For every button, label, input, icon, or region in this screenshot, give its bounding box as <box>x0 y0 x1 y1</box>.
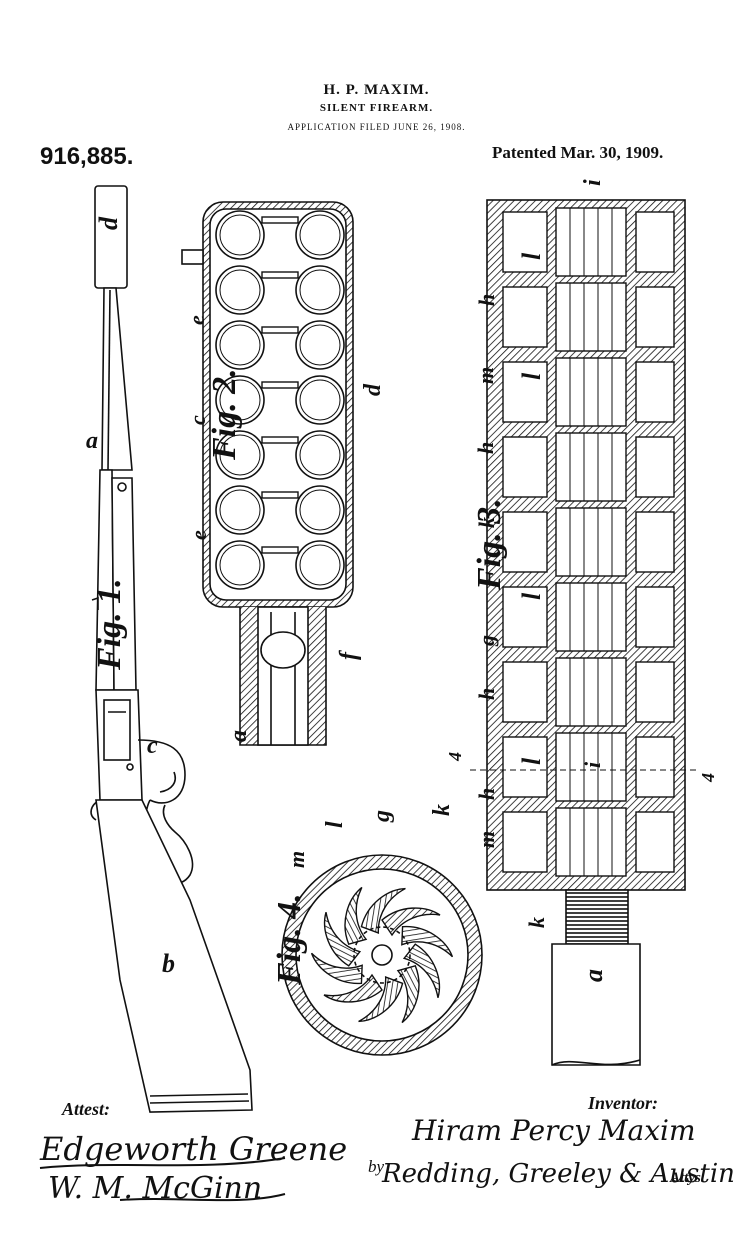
fig3-label-l1: l <box>517 252 546 260</box>
fig1-label-c: c <box>147 733 158 759</box>
fig3-label-m2: m <box>474 831 499 848</box>
inventor-signature: Hiram Percy Maxim <box>411 1114 696 1147</box>
fig3-label-g: g <box>474 635 499 647</box>
fig2-label-a: a <box>226 730 252 742</box>
fig3-label-i-top: i <box>580 179 606 186</box>
fig1-lever-c <box>137 739 186 804</box>
fig1-stock-b <box>95 799 253 1113</box>
patent-number: 916,885. <box>40 143 134 170</box>
fig3-label-k1: k <box>474 517 499 528</box>
fig3-label-a: a <box>579 969 608 982</box>
fig1-title: Fig. 1. <box>91 578 128 671</box>
patent-inventor-heading: H. P. MAXIM. <box>323 82 430 98</box>
application-filed-line: APPLICATION FILED JUNE 26, 1908. <box>287 122 466 132</box>
fig3-label-i-bottom: i <box>580 761 605 768</box>
fig3-label-l3: l <box>517 592 546 600</box>
fig3-label-m1: m <box>473 367 498 384</box>
fig3-label-k2: k <box>524 917 549 928</box>
witness-signature-2: W. M. McGinn <box>48 1171 286 1206</box>
fig4-title: Fig. 4. <box>271 893 308 986</box>
fig3-label-l4: l <box>517 757 546 765</box>
svg-text:Edgeworth Greene: Edgeworth Greene <box>39 1130 347 1168</box>
fig3-label-h2: h <box>473 442 498 454</box>
fig1-rifle <box>90 185 253 1113</box>
inventor-label: Inventor: <box>588 1093 659 1113</box>
fig4-end-section <box>281 854 483 1056</box>
fig2-title: Fig. 2. <box>206 368 243 461</box>
fig3-label-h1: h <box>474 294 499 306</box>
fig3-title: Fig. 3. <box>471 498 508 591</box>
fig3-label-l2: l <box>517 372 546 380</box>
fig4-label-l: l <box>322 821 348 828</box>
fig2-silencer <box>181 201 354 746</box>
fig1-label-b: b <box>162 949 175 978</box>
fig3-label-4-right: 4 <box>698 773 718 783</box>
fig2-label-e-top: e <box>184 315 209 325</box>
by-label: by <box>368 1157 385 1176</box>
fig4-label-g: g <box>369 810 395 823</box>
fig4-label-m: m <box>284 851 309 868</box>
fig2-label-e-bottom: e <box>186 530 211 540</box>
fig2-label-f: f <box>336 650 362 660</box>
fig2-label-d: d <box>360 383 386 396</box>
witness-signature-1: Edgeworth Greene <box>39 1130 347 1169</box>
fig3-label-h3: h <box>474 688 499 700</box>
attys-label: Attys. <box>670 1170 705 1186</box>
fig4-label-k: k <box>429 804 455 816</box>
patent-date: Patented Mar. 30, 1909. <box>492 143 664 162</box>
fig3-label-h4: h <box>474 788 499 800</box>
fig1-label-d: d <box>94 216 123 230</box>
fig1-barrel-a <box>101 287 133 471</box>
attest-label: Attest: <box>62 1099 110 1119</box>
fig3-label-4-left: 4 <box>445 752 465 762</box>
patent-title: SILENT FIREARM. <box>319 102 434 114</box>
attorney-signature: Redding, Greeley & Austin <box>381 1159 735 1189</box>
fig2-label-c: c <box>185 415 210 425</box>
fig1-silencer-d <box>94 185 128 289</box>
fig1-label-a: a <box>86 428 98 454</box>
fig3-section <box>470 199 700 1066</box>
